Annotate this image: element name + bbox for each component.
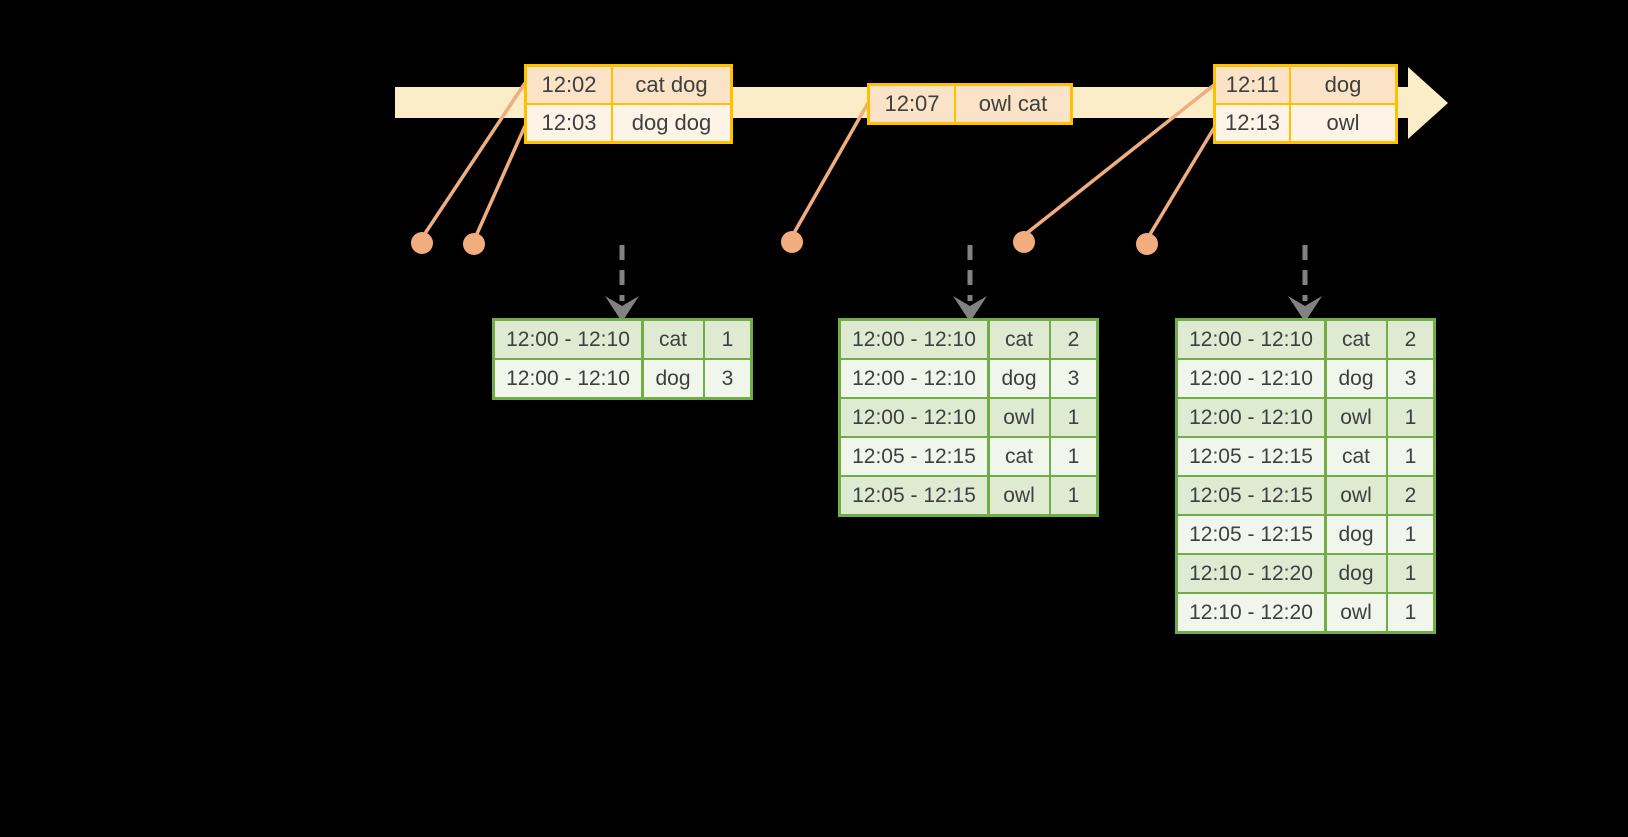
event-connector-line — [1147, 127, 1216, 237]
event-time-cell: 12:03 — [527, 105, 611, 141]
timeline-arrowhead-icon — [1408, 67, 1448, 139]
event-words-cell: dog — [1291, 67, 1395, 103]
count-cell: 1 — [1388, 399, 1433, 436]
window-cell: 12:10 - 12:20 — [1178, 594, 1324, 631]
window-cell: 12:05 - 12:15 — [1178, 516, 1324, 553]
window-cell: 12:00 - 12:10 — [495, 321, 641, 358]
count-cell: 3 — [1051, 360, 1096, 397]
word-cell: dog — [1326, 516, 1386, 553]
window-cell: 12:05 - 12:15 — [1178, 438, 1324, 475]
trigger-arrows — [605, 245, 1322, 322]
event-time-cell: 12:02 — [527, 67, 611, 103]
count-cell: 3 — [705, 360, 750, 397]
count-cell: 1 — [1051, 438, 1096, 475]
word-cell: cat — [643, 321, 703, 358]
word-cell: dog — [1326, 555, 1386, 592]
event-connector-line — [474, 125, 527, 237]
event-time-cell: 12:13 — [1216, 105, 1289, 141]
count-cell: 2 — [1388, 477, 1433, 514]
event-time-cell: 12:11 — [1216, 67, 1289, 103]
word-cell: owl — [1326, 594, 1386, 631]
word-cell: cat — [1326, 438, 1386, 475]
window-cell: 12:05 - 12:15 — [841, 438, 987, 475]
event-time-dot — [781, 231, 803, 253]
count-cell: 1 — [1051, 477, 1096, 514]
count-cell: 2 — [1051, 321, 1096, 358]
count-cell: 1 — [705, 321, 750, 358]
event-time-dot — [1136, 233, 1158, 255]
window-cell: 12:05 - 12:15 — [1178, 477, 1324, 514]
trigger-arrow — [1288, 245, 1322, 322]
word-cell: owl — [1326, 477, 1386, 514]
count-cell: 1 — [1388, 438, 1433, 475]
window-cell: 12:00 - 12:10 — [841, 360, 987, 397]
word-cell: cat — [989, 321, 1049, 358]
window-cell: 12:00 - 12:10 — [841, 321, 987, 358]
word-cell: dog — [643, 360, 703, 397]
window-cell: 12:00 - 12:10 — [841, 399, 987, 436]
word-cell: dog — [1326, 360, 1386, 397]
count-cell: 3 — [1388, 360, 1433, 397]
count-cell: 1 — [1388, 555, 1433, 592]
word-cell: cat — [989, 438, 1049, 475]
word-cell: owl — [1326, 399, 1386, 436]
window-cell: 12:00 - 12:10 — [1178, 399, 1324, 436]
count-cell: 1 — [1051, 399, 1096, 436]
event-words-cell: owl — [1291, 105, 1395, 141]
window-cell: 12:10 - 12:20 — [1178, 555, 1324, 592]
event-words-cell: cat dog — [613, 67, 730, 103]
event-time-cell: 12:07 — [870, 86, 954, 122]
window-cell: 12:00 - 12:10 — [495, 360, 641, 397]
count-cell: 2 — [1388, 321, 1433, 358]
trigger-arrow — [605, 245, 639, 322]
event-words-cell: owl cat — [956, 86, 1070, 122]
trigger-arrow — [953, 245, 987, 322]
word-cell: cat — [1326, 321, 1386, 358]
event-time-dots — [411, 231, 1158, 255]
event-time-dot — [463, 233, 485, 255]
count-cell: 1 — [1388, 594, 1433, 631]
event-time-dot — [1013, 231, 1035, 253]
window-cell: 12:05 - 12:15 — [841, 477, 987, 514]
event-connector-line — [792, 102, 870, 234]
window-cell: 12:00 - 12:10 — [1178, 321, 1324, 358]
event-words-cell: dog dog — [613, 105, 730, 141]
word-cell: owl — [989, 477, 1049, 514]
word-cell: dog — [989, 360, 1049, 397]
event-time-dot — [411, 232, 433, 254]
window-cell: 12:00 - 12:10 — [1178, 360, 1324, 397]
count-cell: 1 — [1388, 516, 1433, 553]
word-cell: owl — [989, 399, 1049, 436]
